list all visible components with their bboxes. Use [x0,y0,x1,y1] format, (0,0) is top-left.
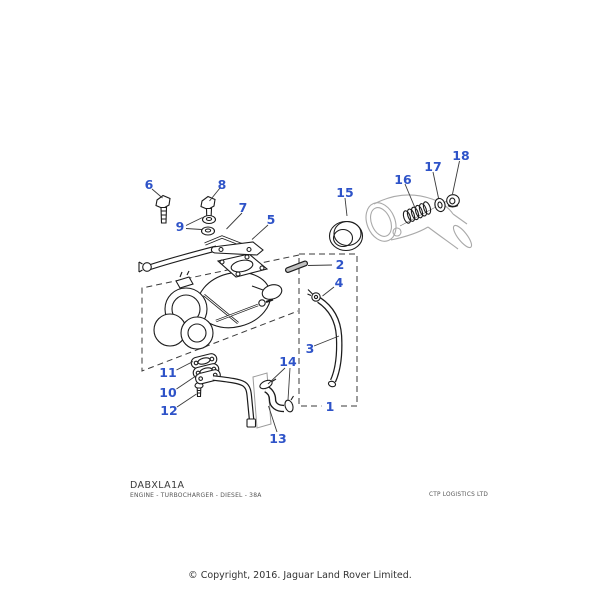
callout-17[interactable]: 17 [424,159,441,174]
callout-10[interactable]: 10 [159,385,177,400]
drain-pipe-drawing [195,369,257,428]
intake-duct-drawing [365,194,473,250]
turbocharger-drawing [153,253,283,350]
callout-13[interactable]: 13 [269,431,286,446]
callout-9[interactable]: 9 [176,219,185,234]
panel-outline-drawing [252,372,272,429]
callout-3[interactable]: 3 [306,341,315,356]
callout-5[interactable]: 5 [267,212,276,227]
ring-15-drawing [328,220,364,252]
callout-2[interactable]: 2 [336,257,345,272]
callout-16[interactable]: 16 [394,172,412,187]
elbow-13-drawing [264,385,285,413]
callout-15[interactable]: 15 [336,185,353,200]
callout-11[interactable]: 11 [159,365,176,380]
callout-14[interactable]: 14 [279,354,297,369]
callout-1[interactable]: 1 [326,399,335,414]
callout-6[interactable]: 6 [145,177,154,192]
leader-lines [151,160,460,433]
callout-7[interactable]: 7 [239,200,248,215]
clip-4-drawing [307,289,321,302]
callout-4[interactable]: 4 [335,275,344,290]
oil-feed-pipe-drawing [138,245,217,273]
washer-17-drawing [434,197,446,213]
copyright-notice: © Copyright, 2016. Jaguar Land Rover Lim… [188,570,412,581]
callout-18[interactable]: 18 [452,148,469,163]
assembly-outline-dashed [141,254,300,372]
pin-2-drawing [285,260,308,273]
nut-18-drawing [446,194,460,208]
callout-1-backing [321,400,339,413]
bolt-6-drawing [155,194,171,224]
callout-12[interactable]: 12 [160,403,177,418]
hose-3-drawing [317,297,343,388]
figure-code: DABXLA1A [130,480,185,491]
figure-description: ENGINE - TURBOCHARGER - DIESEL - 38A [130,492,262,499]
kit-box-1-dashed [298,253,358,407]
callout-8[interactable]: 8 [218,177,227,192]
heat-shield-5-drawing [210,241,264,256]
publisher-label: CTP LOGISTICS LTD [429,492,489,498]
washers-9-drawing [200,214,217,236]
